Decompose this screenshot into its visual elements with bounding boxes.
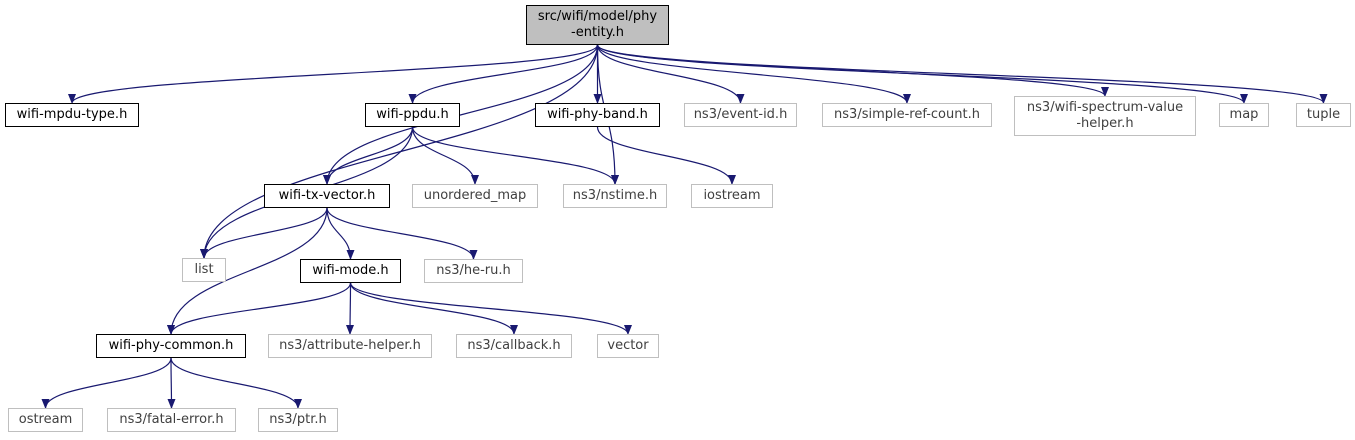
edge-wifi-ppdu-to-wifi-tx-vector	[323, 126, 414, 185]
node-ns3-fatal-error: ns3/fatal-error.h	[107, 408, 236, 432]
edge-wifi-phy-common-to-ns3-fatal-error	[167, 357, 176, 409]
edge-root-to-tuple	[596, 44, 1328, 104]
edge-root-to-ns3-simple-ref-count	[596, 44, 911, 104]
edge-wifi-mode-to-wifi-phy-common	[167, 282, 352, 335]
node-tuple: tuple	[1296, 103, 1351, 127]
node-map: map	[1219, 103, 1269, 127]
node-ns3-ptr: ns3/ptr.h	[258, 408, 338, 432]
edge-wifi-ppdu-to-unordered-map	[411, 126, 479, 185]
node-root-phy-entity: src/wifi/model/phy -entity.h	[526, 5, 669, 45]
edge-wifi-mode-to-vector	[349, 282, 632, 335]
node-vector: vector	[597, 334, 659, 358]
edge-root-to-wifi-mpdu-type	[68, 44, 599, 104]
node-ns3-attribute-helper: ns3/attribute-helper.h	[268, 334, 432, 358]
node-wifi-phy-common[interactable]: wifi-phy-common.h	[96, 334, 246, 358]
node-wifi-mode[interactable]: wifi-mode.h	[300, 259, 401, 283]
edge-wifi-tx-vector-to-wifi-mode	[326, 207, 355, 260]
edge-root-to-map	[596, 44, 1248, 104]
edge-wifi-tx-vector-to-ns3-he-ru	[326, 207, 478, 260]
node-iostream: iostream	[691, 184, 773, 208]
edge-wifi-tx-vector-to-wifi-phy-common	[167, 207, 328, 335]
node-unordered-map: unordered_map	[412, 184, 538, 208]
edge-wifi-ppdu-to-ns3-nstime	[411, 126, 619, 185]
node-ns3-he-ru: ns3/he-ru.h	[424, 259, 523, 283]
node-wifi-ppdu[interactable]: wifi-ppdu.h	[365, 103, 460, 127]
node-wifi-phy-band[interactable]: wifi-phy-band.h	[535, 103, 660, 127]
node-ns3-wifi-spectrum-value-helper: ns3/wifi-spectrum-value -helper.h	[1014, 96, 1196, 136]
edge-root-to-ns3-event-id	[596, 44, 745, 104]
node-ns3-event-id: ns3/event-id.h	[684, 103, 797, 127]
node-ns3-nstime: ns3/nstime.h	[563, 184, 667, 208]
node-ns3-simple-ref-count: ns3/simple-ref-count.h	[822, 103, 992, 127]
node-wifi-mpdu-type[interactable]: wifi-mpdu-type.h	[5, 103, 139, 127]
edge-wifi-phy-common-to-ns3-ptr	[170, 357, 302, 409]
node-list: list	[182, 258, 226, 282]
edge-wifi-mode-to-ns3-callback	[349, 282, 518, 335]
edge-wifi-phy-band-to-iostream	[596, 126, 736, 185]
node-ns3-callback: ns3/callback.h	[456, 334, 572, 358]
node-ostream: ostream	[8, 408, 83, 432]
edge-wifi-tx-vector-to-list	[200, 207, 328, 259]
node-wifi-tx-vector[interactable]: wifi-tx-vector.h	[264, 184, 390, 208]
edge-root-to-wifi-tx-vector	[323, 44, 599, 185]
edge-wifi-phy-common-to-ostream	[41, 357, 172, 409]
edge-root-to-wifi-ppdu	[408, 44, 599, 104]
edge-wifi-mode-to-ns3-attribute-helper	[346, 282, 355, 335]
